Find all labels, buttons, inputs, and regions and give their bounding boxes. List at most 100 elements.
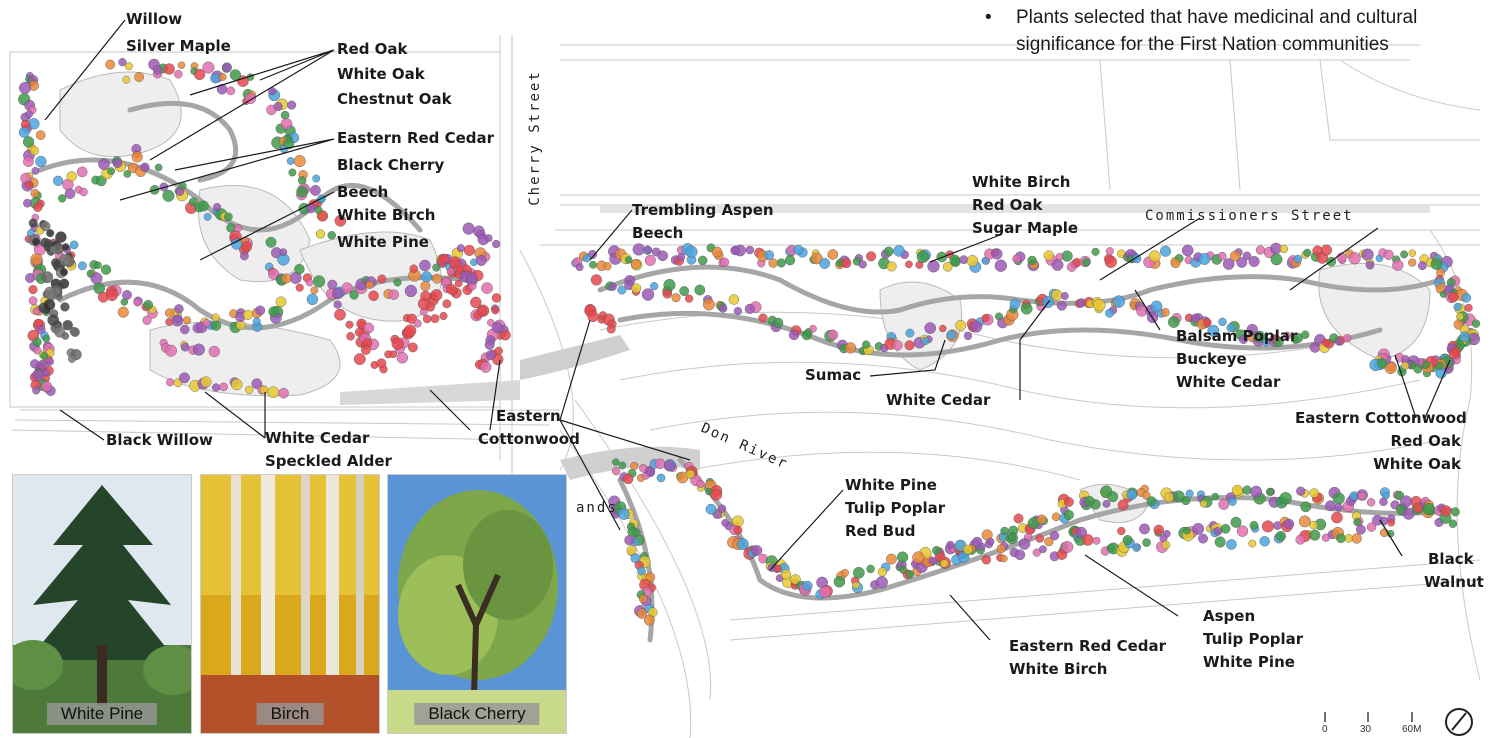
tree-canopy-dot xyxy=(1159,245,1171,257)
tree-canopy-dot xyxy=(1049,531,1060,541)
tree-canopy-dot xyxy=(1231,484,1243,496)
tree-canopy-dot xyxy=(1226,323,1236,333)
scale-tick-label: 30 xyxy=(1360,724,1372,735)
tree-canopy-dot xyxy=(32,386,41,395)
tree-canopy-dot xyxy=(24,180,33,189)
tree-canopy-dot xyxy=(281,273,292,284)
plant-name: White Oak xyxy=(1373,455,1461,473)
tree-canopy-dot xyxy=(90,272,103,285)
tree-canopy-dot xyxy=(1199,499,1208,508)
tree-canopy-dot xyxy=(1448,292,1459,303)
tree-canopy-dot xyxy=(1035,534,1045,543)
tree-canopy-dot xyxy=(41,380,52,392)
tree-canopy-dot xyxy=(62,320,73,331)
tree-canopy-dot xyxy=(1063,509,1074,521)
tree-canopy-dot xyxy=(963,331,973,341)
tree-canopy-dot xyxy=(612,458,620,466)
tree-canopy-dot xyxy=(994,259,1007,272)
tree-canopy-dot xyxy=(188,197,198,207)
tree-canopy-dot xyxy=(491,322,503,334)
tree-canopy-dot xyxy=(425,302,435,312)
tree-canopy-dot xyxy=(280,110,290,120)
tree-canopy-dot xyxy=(624,256,633,264)
tree-canopy-dot xyxy=(892,340,903,351)
tree-canopy-dot xyxy=(858,260,867,269)
plant-name: Walnut xyxy=(1424,573,1484,591)
plant-name: White Birch xyxy=(337,206,436,224)
tree-canopy-dot xyxy=(1422,503,1436,516)
tree-canopy-dot xyxy=(606,324,616,334)
tree-canopy-dot xyxy=(1170,258,1181,269)
tree-canopy-dot xyxy=(1273,336,1284,348)
tree-canopy-dot xyxy=(47,314,60,326)
tree-canopy-dot xyxy=(1126,489,1137,500)
tree-canopy-dot xyxy=(1132,543,1141,552)
tree-canopy-dot xyxy=(315,229,326,239)
tree-canopy-dot xyxy=(966,255,979,267)
tree-canopy-dot xyxy=(211,320,222,331)
tree-canopy-dot xyxy=(1000,526,1009,536)
tree-canopy-dot xyxy=(112,158,123,169)
tree-canopy-dot xyxy=(1250,485,1263,498)
tree-canopy-dot xyxy=(1351,533,1362,544)
tree-canopy-dot xyxy=(442,299,452,309)
tree-canopy-dot xyxy=(1146,496,1157,507)
tree-canopy-dot xyxy=(608,282,617,291)
tree-canopy-dot xyxy=(1296,486,1306,496)
tree-canopy-dot xyxy=(18,126,30,138)
tree-canopy-dot xyxy=(1185,489,1194,498)
tree-canopy-dot xyxy=(1242,251,1252,261)
tree-canopy-dot xyxy=(1357,491,1367,501)
tree-canopy-dot xyxy=(784,255,796,266)
tree-canopy-dot xyxy=(728,294,740,305)
tree-canopy-dot xyxy=(1413,364,1423,374)
tree-canopy-dot xyxy=(296,186,308,198)
tree-canopy-dot xyxy=(1248,539,1257,548)
tree-canopy-dot xyxy=(1401,361,1410,370)
plant-name: Red Oak xyxy=(337,40,408,58)
tree-canopy-dot xyxy=(631,259,642,270)
tree-canopy-dot xyxy=(51,258,61,268)
tree-canopy-dot xyxy=(1295,534,1306,545)
tree-canopy-dot xyxy=(230,378,243,391)
tree-canopy-dot xyxy=(94,261,102,270)
tree-canopy-dot xyxy=(1153,524,1165,536)
label-trembling-aspen-group: Trembling Aspen Beech xyxy=(632,199,774,245)
tree-canopy-dot xyxy=(245,385,254,395)
tree-canopy-dot xyxy=(259,385,269,395)
tree-canopy-dot xyxy=(1366,522,1377,532)
plant-name: Black Cherry xyxy=(337,156,445,174)
tree-canopy-dot xyxy=(663,460,676,472)
tree-canopy-dot xyxy=(345,320,354,329)
tree-canopy-dot xyxy=(491,293,502,303)
tree-canopy-dot xyxy=(1190,313,1200,323)
tree-canopy-dot xyxy=(730,245,740,256)
tree-canopy-dot xyxy=(1261,520,1274,533)
tree-canopy-dot xyxy=(1230,250,1241,262)
tree-canopy-dot xyxy=(442,276,451,286)
label-eastern-cottonwood: Eastern Cottonwood xyxy=(478,405,580,451)
tree-canopy-dot xyxy=(1092,536,1101,545)
tree-canopy-dot xyxy=(391,337,404,350)
tree-canopy-dot xyxy=(30,253,43,266)
birch-forest-photo: Birch xyxy=(200,474,380,734)
tree-canopy-dot xyxy=(295,283,304,292)
label-white-cedar: White Cedar xyxy=(886,389,990,412)
tree-canopy-dot xyxy=(180,342,190,352)
tree-canopy-dot xyxy=(1265,487,1274,496)
plant-name: White Cedar xyxy=(886,391,991,409)
plant-name: Eastern xyxy=(496,407,561,425)
tree-canopy-dot xyxy=(30,188,40,198)
tree-canopy-dot xyxy=(942,261,953,272)
tree-canopy-dot xyxy=(58,194,67,203)
tree-canopy-dot xyxy=(1461,292,1472,303)
tree-canopy-dot xyxy=(1061,541,1074,553)
tree-canopy-dot xyxy=(844,342,857,354)
tree-canopy-dot xyxy=(719,257,730,267)
tree-canopy-dot xyxy=(346,332,355,341)
tree-canopy-dot xyxy=(183,316,192,325)
plant-name: Eastern Red Cedar xyxy=(1009,637,1167,655)
tree-canopy-dot xyxy=(273,101,283,111)
tree-canopy-dot xyxy=(327,279,338,290)
tree-canopy-dot xyxy=(1102,499,1111,508)
